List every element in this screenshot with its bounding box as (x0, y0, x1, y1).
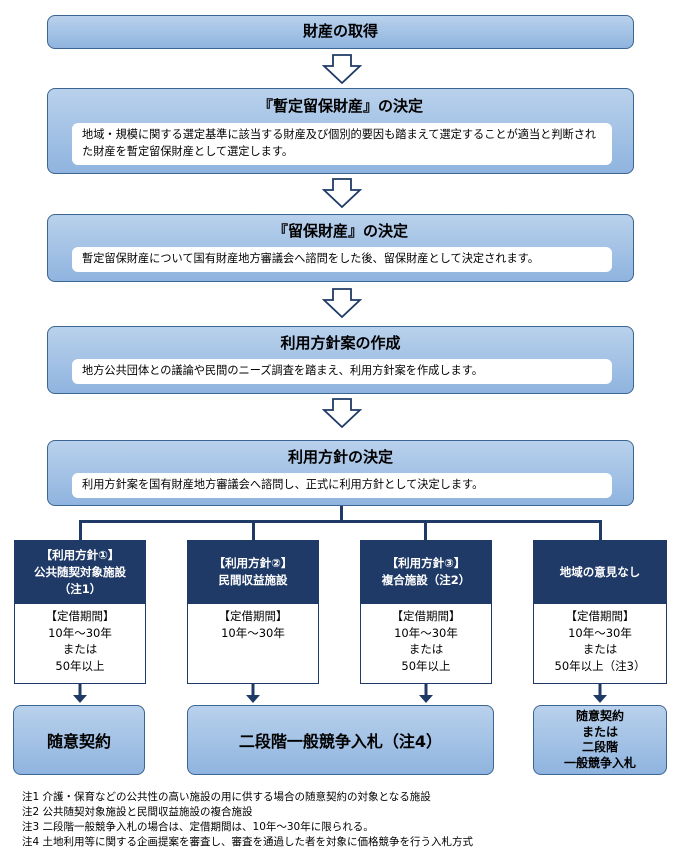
term-label: 【定借期間】 (45, 609, 115, 623)
footnote: 注2 公共随契対象施設と民間収益施設の複合施設 (22, 806, 253, 818)
term-value: または (582, 642, 618, 656)
connector-line (79, 520, 602, 523)
stage-description: 利用方針案を国有財産地方審議会へ諮問し、正式に利用方針として決定します。 (72, 473, 612, 498)
term-value: 50年以上（注3） (554, 658, 646, 673)
term-label: 【定借期間】 (565, 609, 635, 623)
connector-line (79, 520, 82, 540)
branch-term-box: 【定借期間】 10年～30年 または 50年以上 (360, 604, 492, 684)
connector-line (252, 520, 255, 540)
result-label: 二段階一般競争入札（注4） (238, 732, 443, 751)
stage-title: 『暫定留保財産』の決定 (257, 97, 423, 115)
stage-title: 『留保財産』の決定 (272, 222, 408, 240)
branch-header-line: 複合施設（注2） (381, 573, 471, 587)
branch-header-line: （注1） (58, 581, 102, 596)
branch-header-line: 【利用方針②】 (213, 556, 293, 570)
down-arrow-icon (418, 684, 434, 708)
stage-provisional-reserve: 『暫定留保財産』の決定 地域・規模に関する選定基準に該当する財産及び個別的要因も… (47, 88, 634, 174)
stage-usage-plan-draft: 利用方針案の作成 地方公共団体との議論や民間のニーズ調査を踏まえ、利用方針案を作… (47, 326, 634, 394)
term-value: 10年～30年 (394, 625, 458, 640)
footnote: 注3 二段階一般競争入札の場合は、定借期間は、10年～30年に限られる。 (22, 821, 374, 833)
result-line: 二段階 (581, 740, 618, 754)
branch-term-box: 【定借期間】 10年～30年 または 50年以上 (14, 604, 146, 684)
term-value: 10年～30年 (48, 625, 112, 640)
result-negotiated-contract: 随意契約 (13, 705, 145, 775)
down-arrow-icon (322, 288, 362, 318)
branch-header-policy-3: 【利用方針③】 複合施設（注2） (360, 540, 492, 604)
term-value: または (62, 642, 98, 656)
footnote: 注4 土地利用等に関する企画提案を審査し、審査を通過した者を対象に価格競争を行う… (22, 836, 474, 848)
down-arrow-icon (322, 178, 362, 208)
term-label: 【定借期間】 (218, 609, 288, 623)
result-line: 一般競争入札 (563, 755, 636, 770)
down-arrow-icon (72, 684, 88, 708)
branch-header-line: 地域の意見なし (559, 564, 641, 579)
result-label: 随意契約 (46, 732, 111, 751)
footnote: 注1 介護・保育などの公共性の高い施設の用に供する場合の随意契約の対象となる施設 (22, 791, 431, 803)
branch-header-policy-1: 【利用方針①】 公共随契対象施設 （注1） (14, 540, 146, 604)
term-value: 10年～30年 (221, 625, 285, 640)
stage-description: 暫定留保財産について国有財産地方審議会へ諮問をした後、留保財産として決定されます… (72, 247, 612, 272)
branch-header-no-local-opinion: 地域の意見なし (533, 540, 667, 604)
branch-header-line: 【利用方針①】 (40, 547, 120, 562)
branch-header-line: 民間収益施設 (218, 573, 288, 587)
stage-title: 利用方針案の作成 (280, 334, 401, 352)
term-value: 50年以上 (55, 658, 105, 673)
footnotes: 注1 介護・保育などの公共性の高い施設の用に供する場合の随意契約の対象となる施設… (22, 790, 672, 850)
connector-line (424, 520, 427, 540)
term-value: 50年以上 (401, 658, 451, 673)
stage-description: 地域・規模に関する選定基準に該当する財産及び個別的要因も踏まえて選定することが適… (72, 123, 612, 165)
term-value: または (408, 642, 444, 656)
result-line: または (581, 724, 618, 739)
down-arrow-icon (245, 684, 261, 708)
term-label: 【定借期間】 (391, 609, 461, 623)
stage-reserve: 『留保財産』の決定 暫定留保財産について国有財産地方審議会へ諮問をした後、留保財… (47, 214, 634, 282)
stage-title: 財産の取得 (302, 22, 378, 40)
term-value: 10年～30年 (568, 625, 632, 640)
branch-term-box: 【定借期間】 10年～30年 または 50年以上（注3） (533, 604, 667, 684)
connector-line (599, 520, 602, 540)
result-line: 随意契約 (575, 709, 624, 723)
stage-title: 利用方針の決定 (287, 448, 393, 466)
stage-usage-plan-decision: 利用方針の決定 利用方針案を国有財産地方審議会へ諮問し、正式に利用方針として決定… (47, 440, 634, 506)
stage-description: 地方公共団体との議論や民間のニーズ調査を踏まえ、利用方針案を作成します。 (72, 359, 612, 384)
stage-acquisition: 財産の取得 (47, 15, 634, 49)
down-arrow-icon (592, 684, 608, 708)
branch-header-line: 公共随契対象施設 (34, 564, 126, 579)
down-arrow-icon (322, 54, 362, 84)
result-two-stage-bidding: 二段階一般競争入札（注4） (187, 705, 494, 775)
down-arrow-icon (322, 398, 362, 428)
branch-header-policy-2: 【利用方針②】 民間収益施設 (187, 540, 319, 604)
result-contract-or-bidding: 随意契約 または 二段階 一般競争入札 (533, 705, 667, 775)
connector-line (340, 506, 343, 522)
branch-term-box: 【定借期間】 10年～30年 (187, 604, 319, 684)
branch-header-line: 【利用方針③】 (386, 556, 466, 570)
